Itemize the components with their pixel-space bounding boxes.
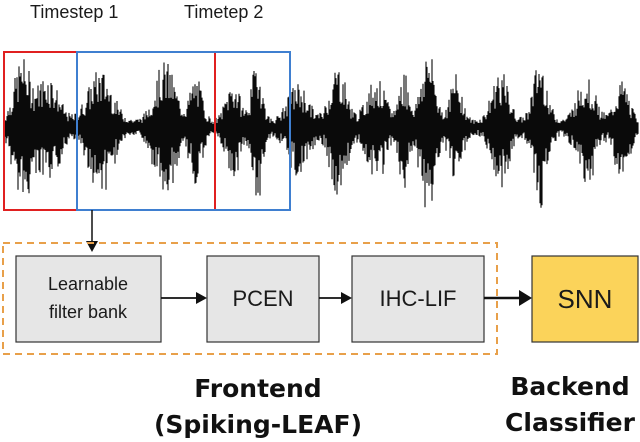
arrow-filterbank-to-pcen bbox=[161, 292, 207, 304]
input-arrow bbox=[86, 210, 98, 252]
learnable-filter-bank-block: Learnable filter bank bbox=[15, 255, 162, 343]
waveform-trace bbox=[3, 59, 639, 208]
backend-caption-line1: Backend bbox=[510, 372, 629, 401]
arrow-frontend-to-snn bbox=[484, 290, 532, 306]
frontend-caption-line2: (Spiking-LEAF) bbox=[154, 410, 362, 439]
audio-waveform bbox=[3, 59, 639, 208]
ihc-lif-block: IHC-LIF bbox=[351, 255, 485, 343]
snn-block: SNN bbox=[531, 255, 639, 343]
snn-label: SNN bbox=[558, 284, 613, 314]
timestep-2-label: Timetep 2 bbox=[184, 2, 263, 22]
timestep-2-window bbox=[76, 51, 291, 211]
pcen-block: PCEN bbox=[206, 255, 320, 343]
backend-caption-line2: Classifier bbox=[505, 408, 636, 437]
filter-bank-label-line2: filter bank bbox=[49, 302, 128, 322]
ihc-lif-label: IHC-LIF bbox=[380, 286, 457, 311]
frontend-caption-line1: Frontend bbox=[194, 374, 321, 403]
filter-bank-label-line1: Learnable bbox=[48, 274, 128, 294]
timestep-1-label: Timestep 1 bbox=[30, 2, 118, 22]
frontend-container bbox=[2, 242, 498, 355]
pcen-label: PCEN bbox=[232, 286, 293, 311]
arrow-pcen-to-ihclif bbox=[319, 292, 352, 304]
